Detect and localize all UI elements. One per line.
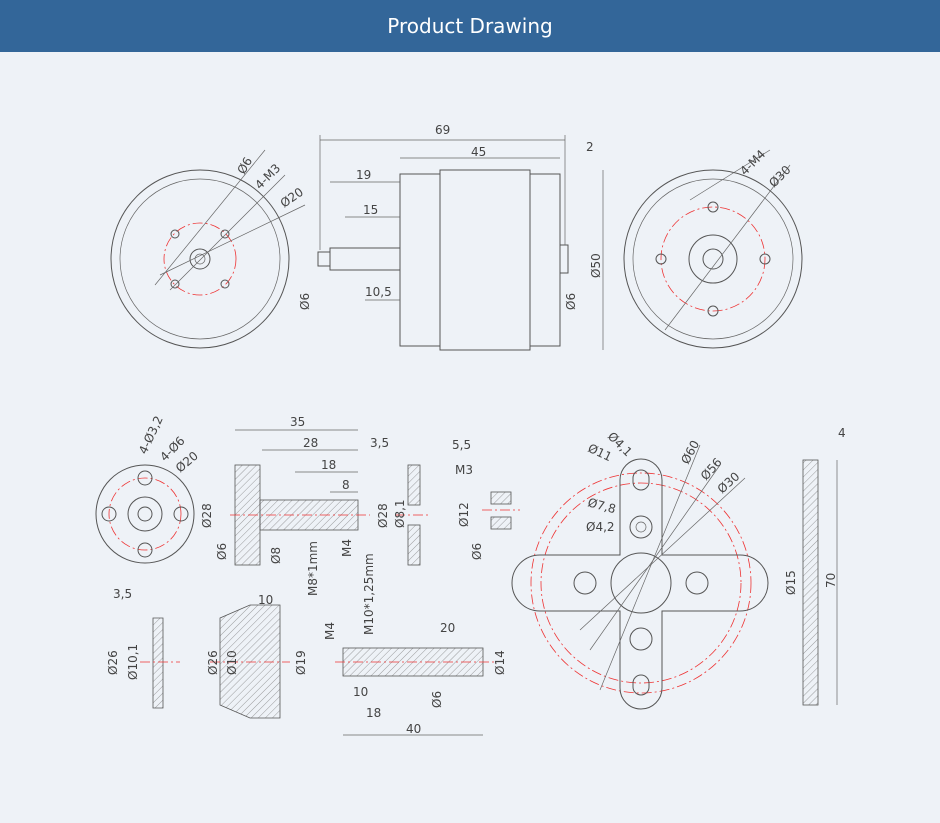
motor-front-view xyxy=(110,149,306,349)
dim-label: 20 xyxy=(440,621,455,635)
dim-label: Ø10,1 xyxy=(126,644,140,680)
dim-label: M4 xyxy=(340,539,354,557)
dim-label: Ø7,8 xyxy=(586,495,617,516)
prop-adapter-section xyxy=(230,429,370,566)
dim-label: M10*1,25mm xyxy=(362,553,376,635)
dim-label: Ø28 xyxy=(200,503,214,528)
header-bar: Product Drawing xyxy=(0,0,940,52)
prop-adapter-front xyxy=(95,464,195,564)
ring-section xyxy=(140,604,290,719)
dim-label: 2 xyxy=(586,140,594,154)
dim-label: Ø30 xyxy=(715,469,743,496)
dim-label: 10 xyxy=(258,593,273,607)
dim-label: 15 xyxy=(363,203,378,217)
dim-label: 5,5 xyxy=(452,438,471,452)
dim-label: Ø10 xyxy=(225,650,239,675)
dim-label: Ø26 xyxy=(206,650,220,675)
dim-label: Ø12 xyxy=(457,502,471,527)
page-title: Product Drawing xyxy=(387,14,553,38)
dim-label: Ø30 xyxy=(766,163,793,190)
dimension-labels: 69 45 2 19 15 10,5 Ø6 Ø6 Ø50 Ø6 4-M3 Ø20… xyxy=(106,123,846,736)
dim-label: Ø6 xyxy=(564,293,578,310)
dim-label: Ø8,1 xyxy=(393,499,407,528)
dim-label: M8*1mm xyxy=(306,541,320,596)
dim-label: Ø60 xyxy=(678,438,702,466)
dim-label: 19 xyxy=(356,168,371,182)
nut-section xyxy=(482,491,520,530)
dim-label: Ø6 xyxy=(234,155,255,177)
dim-label: Ø50 xyxy=(589,253,603,278)
dim-label: 40 xyxy=(406,722,421,736)
shaft-section xyxy=(335,647,495,736)
dim-label: Ø19 xyxy=(294,650,308,675)
dim-label: 3,5 xyxy=(113,587,132,601)
dim-label: 4-M4 xyxy=(737,147,768,178)
dim-label: 28 xyxy=(303,436,318,450)
dim-label: 70 xyxy=(824,573,838,588)
dim-label: Ø6 xyxy=(215,543,229,560)
dim-label: Ø15 xyxy=(784,570,798,595)
dim-label: 69 xyxy=(435,123,450,137)
mount-plate xyxy=(511,444,769,710)
dim-label: 4-M3 xyxy=(252,161,283,192)
motor-side-view xyxy=(317,135,604,351)
dim-label: Ø14 xyxy=(493,650,507,675)
motor-rear-view xyxy=(623,149,803,349)
dim-label: 10,5 xyxy=(365,285,392,299)
dim-label: Ø6 xyxy=(430,691,444,708)
dim-label: 35 xyxy=(290,415,305,429)
dim-label: Ø26 xyxy=(106,650,120,675)
dim-label: 18 xyxy=(366,706,381,720)
dim-label: Ø11 xyxy=(586,441,614,464)
dim-label: M3 xyxy=(455,463,473,477)
dim-label: 10 xyxy=(353,685,368,699)
mount-plate-side xyxy=(802,459,838,706)
washer-section xyxy=(395,464,430,566)
dim-label: 45 xyxy=(471,145,486,159)
dim-label: 3,5 xyxy=(370,436,389,450)
dim-label: Ø6 xyxy=(298,293,312,310)
dim-label: 18 xyxy=(321,458,336,472)
product-drawing: 69 45 2 19 15 10,5 Ø6 Ø6 Ø50 Ø6 4-M3 Ø20… xyxy=(95,123,846,736)
dim-label: Ø8 xyxy=(269,547,283,564)
dim-label: M4 xyxy=(323,622,337,640)
dim-label: Ø4,2 xyxy=(586,520,615,534)
dim-label: 8 xyxy=(342,478,350,492)
dim-label: Ø28 xyxy=(376,503,390,528)
dim-label: 4 xyxy=(838,426,846,440)
dim-label: Ø56 xyxy=(698,455,725,483)
dim-label: Ø6 xyxy=(470,543,484,560)
